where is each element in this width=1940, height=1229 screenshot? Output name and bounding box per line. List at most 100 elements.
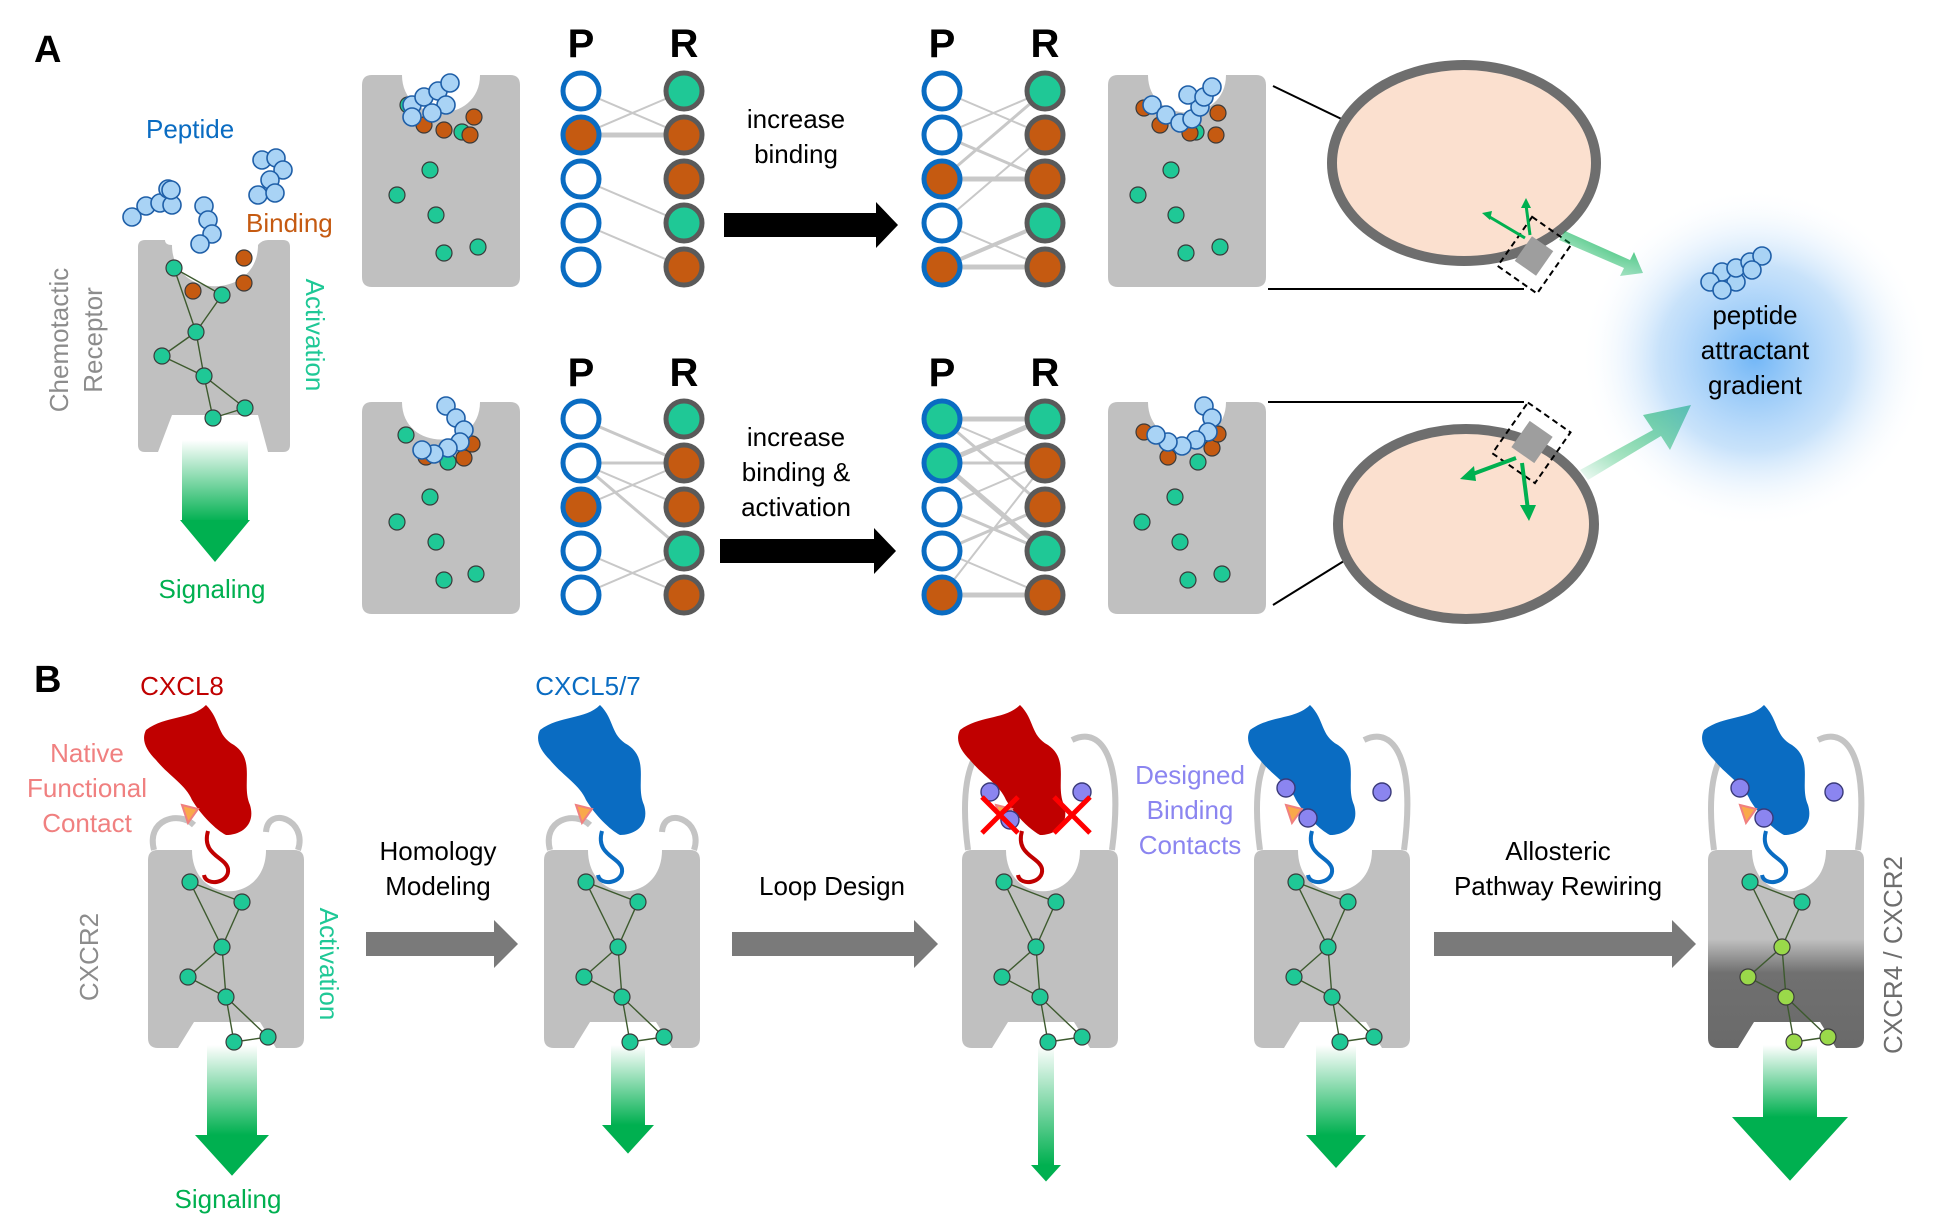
activation-node — [153, 347, 171, 365]
designed-label-1: Designed — [1135, 760, 1245, 790]
network-edge — [203, 375, 246, 409]
cxcl57-label: CXCL5/7 — [535, 671, 641, 701]
panel-a-label: A — [34, 29, 61, 71]
signal-arrow-head — [602, 1125, 654, 1154]
receptor-loop — [1070, 733, 1119, 851]
peptide-cluster — [122, 148, 293, 254]
graph-edge — [941, 89, 1046, 181]
activation-node — [165, 259, 183, 277]
peptide-label: Peptide — [146, 114, 234, 144]
r-node — [663, 442, 705, 484]
receptor-loop — [1816, 733, 1865, 851]
activation-node — [609, 938, 627, 956]
activation-node — [421, 488, 439, 506]
signal-arrow-shaft — [207, 1045, 257, 1135]
r-header-2: R — [1031, 22, 1060, 66]
p-node — [921, 530, 963, 572]
p-node — [921, 486, 963, 528]
small-receptors — [362, 73, 1266, 614]
activation-node — [213, 286, 231, 304]
activation-node — [1171, 533, 1189, 551]
step3-label-1: Allosteric — [1505, 836, 1610, 866]
signal-arrow-shaft — [1763, 1045, 1817, 1117]
r-node — [663, 530, 705, 572]
activation-node — [1777, 988, 1795, 1006]
signal-arrow-head — [1732, 1117, 1848, 1181]
r-node — [1024, 442, 1066, 484]
peptide-bead — [1752, 246, 1772, 266]
step1-label-1: Homology — [379, 836, 496, 866]
ligand-tail — [202, 830, 230, 885]
peptide-bead — [1202, 77, 1222, 97]
p-header-4: P — [929, 351, 956, 395]
binding-node — [435, 121, 453, 139]
activation-node — [187, 323, 205, 341]
activation-node — [1167, 206, 1185, 224]
designed-contact — [1276, 778, 1296, 798]
receptor-loop — [263, 814, 303, 851]
r-node — [1024, 574, 1066, 616]
network-edge — [225, 996, 269, 1038]
activation-label: Activation — [300, 279, 330, 392]
step1-arrow — [366, 920, 518, 968]
activation-node — [435, 244, 453, 262]
ligand-tail — [1760, 830, 1788, 885]
native-label-1: Native — [50, 738, 124, 768]
native-label-2: Functional — [27, 773, 147, 803]
r-node — [1024, 530, 1066, 572]
p-node — [921, 158, 963, 200]
chemokine-ligand — [1248, 705, 1356, 835]
activation-node — [629, 893, 647, 911]
activation-node — [179, 968, 197, 986]
network-edge — [1749, 881, 1783, 948]
p-header-3: P — [568, 351, 595, 395]
designed-contact — [1824, 782, 1844, 802]
red-x-mark — [980, 795, 1020, 835]
panel-b-label: B — [34, 659, 61, 701]
activation-node — [388, 513, 406, 531]
gradient-peptide — [1700, 246, 1772, 300]
activation-network — [153, 249, 254, 427]
network-edge — [1039, 996, 1083, 1038]
activation-node — [1323, 988, 1341, 1006]
p-node — [560, 114, 602, 156]
r-node — [663, 70, 705, 112]
r-node — [663, 486, 705, 528]
r-header-4: R — [1031, 351, 1060, 395]
binding-node — [235, 274, 253, 292]
network-edge — [173, 267, 197, 333]
activation-node — [1739, 968, 1757, 986]
r-node — [1024, 486, 1066, 528]
chemokine-ligand — [958, 705, 1066, 835]
activation-node — [467, 565, 485, 583]
receptor-label-2: Receptor — [78, 287, 108, 393]
native-label-3: Contact — [42, 808, 132, 838]
p-node — [921, 574, 963, 616]
step3-label-2: Pathway Rewiring — [1454, 871, 1662, 901]
activation-node — [236, 399, 254, 417]
final-receptor-label: CXCR4 / CXCR2 — [1878, 856, 1908, 1054]
p-node — [921, 70, 963, 112]
cxcl8-label: CXCL8 — [140, 671, 224, 701]
r-node — [663, 114, 705, 156]
activation-node — [655, 1028, 673, 1046]
p-node — [560, 486, 602, 528]
p-node — [560, 70, 602, 112]
small-receptor — [362, 75, 520, 287]
binding-node — [184, 282, 202, 300]
activation-node — [993, 968, 1011, 986]
step3-arrow — [1434, 920, 1696, 968]
p-node — [921, 202, 963, 244]
gradient-label-1: peptide — [1712, 300, 1797, 330]
receptor-label-1: Chemotactic — [44, 268, 74, 413]
peptide-bead — [1142, 95, 1162, 115]
activation-node — [1285, 968, 1303, 986]
red-x-mark — [1052, 795, 1092, 835]
peptide-bead — [161, 180, 181, 200]
activation-node — [421, 161, 439, 179]
designed-contact — [1072, 782, 1092, 802]
network-edge — [585, 881, 619, 948]
p-node — [560, 530, 602, 572]
signal-arrow-shaft — [182, 440, 248, 522]
network-edge — [1785, 996, 1829, 1038]
